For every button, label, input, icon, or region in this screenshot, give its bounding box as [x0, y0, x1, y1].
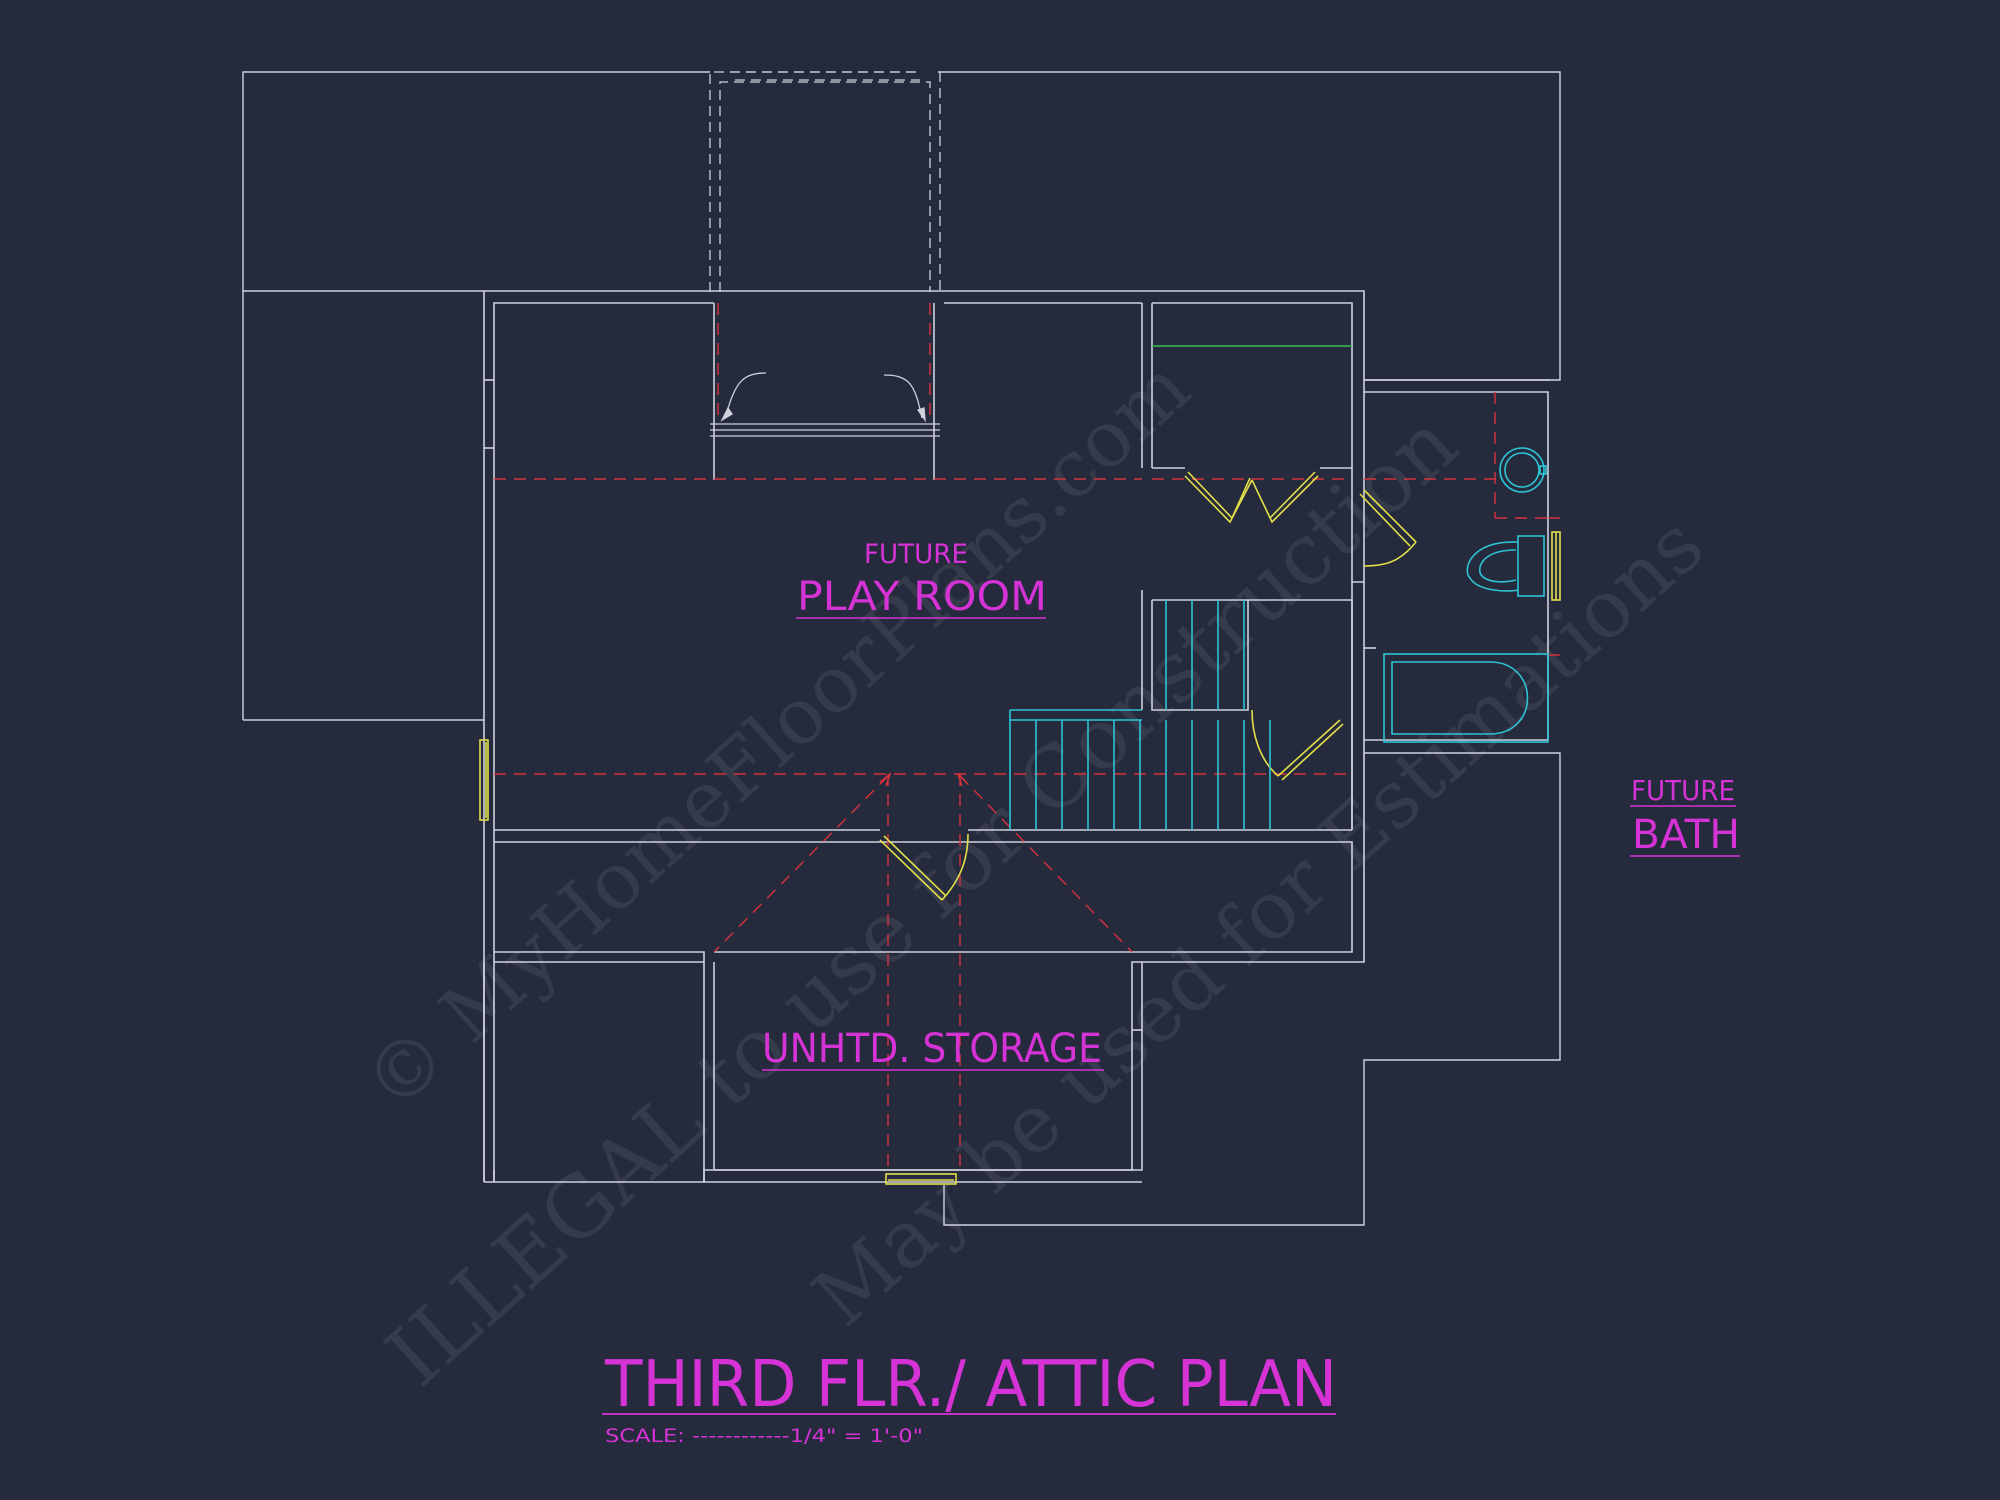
bathtub: [1383, 653, 1549, 743]
bath-fixtures: [1383, 447, 1549, 743]
sink-basin: [1499, 447, 1545, 493]
stairs: [1009, 600, 1271, 830]
play-room-prefix: FUTURE: [864, 539, 968, 570]
room-labels: FUTURE PLAY ROOM FUTURE BATH UNHTD. STOR…: [762, 539, 1740, 1072]
bath-prefix: FUTURE: [1631, 774, 1735, 807]
walls: [483, 290, 1550, 1183]
title-block: THIRD FLR./ ATTIC PLAN SCALE: ----------…: [602, 1348, 1337, 1447]
bath-label: BATH: [1632, 812, 1740, 858]
dormer-window: [710, 372, 940, 437]
scale-note: SCALE: ------------1/4" = 1'-0": [605, 1425, 923, 1447]
play-room-label: PLAY ROOM: [797, 574, 1047, 620]
toilet-bowl: [1466, 541, 1519, 592]
plan-title: THIRD FLR./ ATTIC PLAN: [604, 1348, 1337, 1422]
dormer: [709, 70, 941, 292]
doors: [479, 471, 1561, 1185]
toilet-tank: [1517, 535, 1545, 597]
storage-label: UNHTD. STORAGE: [762, 1026, 1102, 1072]
arrow-heads: [879, 771, 967, 787]
watermark: © MyHomeFloorPlans.com ILLEGAL to use fo…: [347, 342, 1720, 1404]
